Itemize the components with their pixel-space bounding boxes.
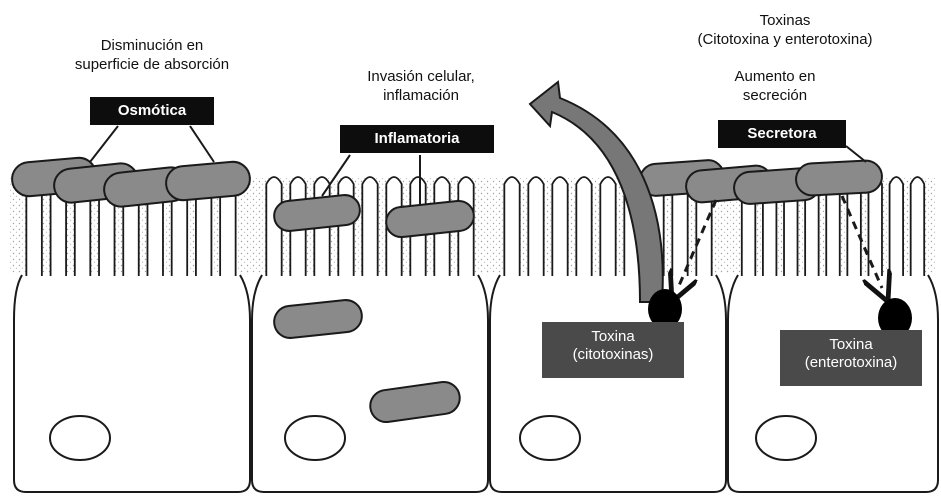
- microvillus: [528, 177, 543, 276]
- nucleus: [285, 416, 345, 460]
- inflammatory-caption: Invasión celular, inflamación: [336, 67, 506, 105]
- bacterium: [165, 160, 252, 201]
- microvillus: [600, 177, 615, 276]
- cytotoxin-label-box: Toxina (citotoxinas): [542, 322, 684, 378]
- microvillus: [504, 177, 519, 276]
- enterotoxin-label-line1: Toxina: [780, 336, 922, 354]
- nucleus: [520, 416, 580, 460]
- nucleus: [50, 416, 110, 460]
- cytotoxin-label-line2: (citotoxinas): [542, 346, 684, 364]
- osmotic-caption: Disminución en superficie de absorción: [36, 36, 268, 74]
- bacterium: [795, 160, 883, 196]
- nucleus: [756, 416, 816, 460]
- toxins-caption-line2: (Citotoxina y enterotoxina): [650, 30, 920, 49]
- microvillus: [362, 177, 377, 276]
- secretory-caption-line2: secreción: [710, 86, 840, 105]
- microvillus: [911, 177, 925, 276]
- secretory-caption-line1: Aumento en: [710, 67, 840, 86]
- epithelial-cell-3: [490, 275, 726, 492]
- osmotic-caption-line2: superficie de absorción: [36, 55, 268, 74]
- cytotoxin-label-line1: Toxina: [542, 328, 684, 346]
- secretory-label-box: Secretora: [718, 120, 846, 148]
- osmotic-caption-line1: Disminución en: [36, 36, 268, 55]
- enterotoxin-label-box: Toxina (enterotoxina): [780, 330, 922, 386]
- enterotoxin-label-line2: (enterotoxina): [780, 354, 922, 372]
- microvillus: [890, 177, 904, 276]
- osmotic-label-box: Osmótica: [90, 97, 214, 125]
- microvillus: [576, 177, 591, 276]
- toxins-caption: Toxinas (Citotoxina y enterotoxina): [650, 11, 920, 49]
- toxins-caption-line1: Toxinas: [650, 11, 920, 30]
- inflammatory-caption-line2: inflamación: [336, 86, 506, 105]
- microvillus: [552, 177, 567, 276]
- epithelial-cell-1: [14, 275, 250, 492]
- inflammatory-label-box: Inflamatoria: [340, 125, 494, 153]
- secretory-caption: Aumento en secreción: [710, 67, 840, 105]
- inflammatory-caption-line1: Invasión celular,: [336, 67, 506, 86]
